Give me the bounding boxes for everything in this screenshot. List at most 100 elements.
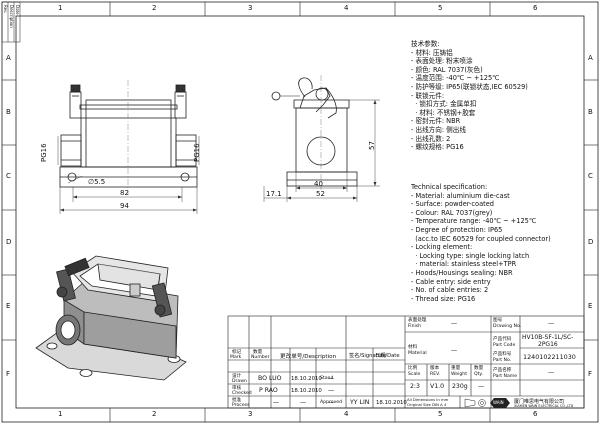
part-name-value: —: [548, 369, 555, 376]
dim-width-top: 40: [314, 180, 323, 188]
company-en: XIAMEN WAIN ELECTRICAL CO.,LTD: [514, 404, 574, 408]
finish-label: Finish: [408, 324, 422, 329]
spec-cn-item: - 防护等级: IP65(联锁状态,IEC 60529): [411, 82, 528, 91]
material-value: —: [451, 347, 458, 354]
zone-top-2: 2: [152, 4, 157, 12]
drawing-no-value: —: [548, 320, 555, 327]
spec-en-item: · material: stainless steel+TPR: [411, 260, 517, 269]
zone-right-a: A: [588, 54, 593, 62]
projection-symbol: [464, 398, 486, 408]
row-process-name: —: [273, 399, 280, 406]
drawing-no-label: Drawing No.: [493, 324, 522, 329]
col-signature: 签名/Signature: [349, 353, 387, 359]
dim-hole: ∅5.5: [88, 178, 106, 186]
rev-cell-date: Date: [15, 5, 20, 15]
approved-date: 18.10.2010: [376, 400, 407, 406]
side-view: [271, 77, 358, 187]
part-code-label: Part Code: [493, 343, 516, 348]
spec-en-item: - Material: aluminium die-cast: [411, 191, 510, 200]
zone-right-c: C: [588, 172, 593, 180]
dim-offset: 17.1: [266, 190, 282, 198]
row-process-role: Process: [232, 403, 250, 408]
spec-en-item: - Thread size: PG16: [411, 294, 476, 303]
company-logo: [490, 398, 510, 408]
spec-en-item: - No. of cable entries: 2: [411, 286, 489, 295]
rev-label: REV.: [430, 372, 441, 377]
title-block-grid: [227, 315, 585, 409]
zone-right-e: E: [588, 302, 593, 310]
scale-value: 2:3: [410, 383, 420, 390]
zone-left-b: B: [6, 108, 11, 116]
dims-note-1: All Dimensions in mm: [407, 397, 449, 402]
row-checked-status: —: [328, 387, 335, 394]
weight-label-cn: 重量: [451, 366, 461, 371]
spec-cn-item: - 材料: 压铸铝: [411, 48, 453, 57]
zone-bottom-2: 2: [152, 410, 157, 418]
side-dimensions: [263, 99, 380, 202]
side-arrows: [287, 100, 377, 200]
front-view: [59, 84, 198, 188]
front-arrows: [60, 195, 197, 212]
part-code-label-cn: 产品代码: [493, 337, 512, 342]
dim-width-outer: 94: [120, 202, 129, 210]
spec-cn-item: - 联锁元件:: [411, 91, 445, 100]
zone-left-e: E: [6, 302, 11, 310]
dim-height: 57: [368, 141, 376, 150]
spec-en-item: - Temperature range: -40℃ ~ +125℃: [411, 217, 537, 226]
qty-label: Qty.: [474, 372, 483, 377]
spec-cn-item: - 颜色: RAL 7037(灰色): [411, 65, 483, 74]
col-number: Number: [251, 355, 270, 360]
row-checked-role-cn: 审核: [232, 386, 242, 391]
row-checked-name: P RAO: [259, 387, 278, 394]
zone-left-f: F: [6, 370, 11, 378]
zone-top-1: 1: [58, 4, 63, 12]
col-number-cn: 数量: [253, 350, 263, 355]
spec-en-item: - Hoods/Housings sealing: NBR: [411, 268, 513, 277]
approved-label: Approved: [320, 400, 343, 405]
row-process-status: —: [328, 399, 335, 406]
weight-value: 230g: [452, 383, 468, 390]
part-name-label-cn: 产品名称: [493, 368, 512, 373]
row-process-date: —: [300, 399, 307, 406]
iso-view: [35, 255, 187, 381]
spec-cn-item: - 密封元件: NBR: [411, 117, 461, 126]
zone-right-f: F: [588, 370, 593, 378]
scale-label-cn: 比例: [408, 366, 418, 371]
spec-cn-item: - 温度范围: -40℃ ~ +125℃: [411, 74, 500, 83]
zone-left-d: D: [6, 238, 12, 246]
dim-pg-left: PG16: [40, 143, 48, 162]
zone-bottom-1: 1: [58, 410, 63, 418]
part-code-value-1: HV10B-SF-1L/SC-: [522, 334, 574, 341]
spec-cn-item: - 表面处理: 粉末喷涂: [411, 57, 473, 66]
dims-note-2: Original Size DIN A 4: [407, 402, 447, 407]
spec-cn-item: - 螺纹规格: PG16: [411, 143, 464, 152]
spec-cn-item: · 材料: 不锈钢+胶套: [411, 108, 476, 117]
material-label: Material: [408, 351, 427, 356]
spec-cn-item: - 出线孔数: 2: [411, 134, 451, 143]
rev-cell-description: Description: [9, 5, 14, 28]
logo-text: WAIN: [493, 400, 504, 405]
row-process-role-cn: 批准: [232, 398, 242, 403]
revision-column: [1, 1, 21, 43]
part-code-value-2: 2PG16: [538, 341, 558, 348]
zone-top-3: 3: [248, 4, 253, 12]
spec-en-block: Technical specification: - Material: alu…: [411, 183, 551, 303]
dim-width-inner: 82: [120, 189, 129, 197]
zone-right-b: B: [588, 108, 593, 116]
spec-cn-list: - 材料: 压铸铝- 表面处理: 粉末喷涂- 颜色: RAL 7037(灰色)-…: [411, 49, 528, 152]
spec-en-item: - Cable entry: side entry: [411, 277, 491, 286]
spec-cn-title: 技术参数:: [411, 40, 440, 48]
zone-bottom-5: 5: [438, 410, 443, 418]
spec-cn-item: · 锁扣方式: 金属单扣: [411, 100, 477, 109]
dim-width-bottom: 52: [316, 190, 325, 198]
zone-bottom-6: 6: [533, 410, 538, 418]
spec-cn-item: - 出线方向: 侧出线: [411, 125, 466, 134]
approved-name: YY LIN: [350, 399, 370, 406]
row-drawn-role: Drawn: [232, 379, 247, 384]
front-dimensions: [57, 136, 200, 214]
drawing-no-label-cn: 图号: [493, 318, 503, 323]
col-date: 日期/Date: [375, 353, 400, 359]
row-drawn-date: 18.10.2010: [291, 376, 322, 382]
stand-label: Stand: [320, 376, 334, 381]
